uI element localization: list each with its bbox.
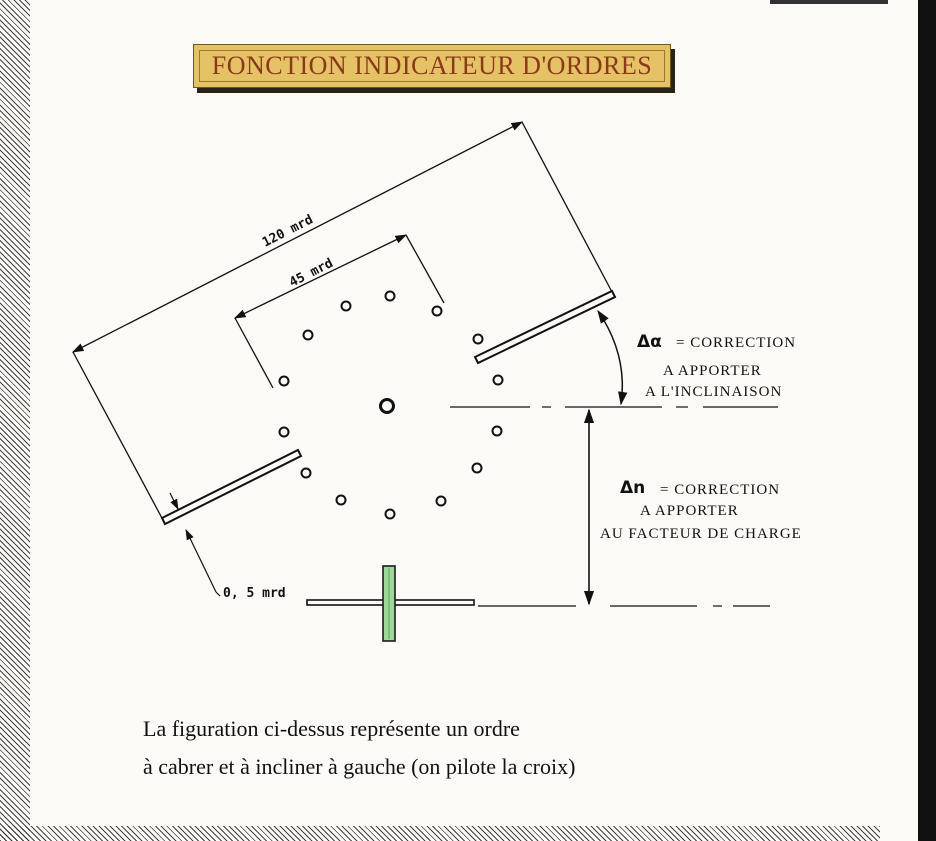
title-banner: FONCTION INDICATEUR D'ORDRES (193, 44, 671, 88)
reference-dot (431, 305, 443, 317)
reference-dot (278, 375, 290, 387)
reference-dot (435, 495, 447, 507)
n-label-line-1: = CORRECTION (660, 482, 780, 498)
reference-lines (450, 406, 778, 607)
scan-border-right (918, 0, 936, 841)
delta-alpha-arc (597, 309, 628, 406)
page-edge-hatching-left (0, 0, 30, 841)
dimension-45-mrd: 45 mrd (233, 234, 445, 389)
reference-dot-ring (278, 290, 504, 520)
extension-line-right (521, 121, 613, 293)
delta-n-symbol: Δn (620, 478, 645, 498)
dimension-line-120 (71, 121, 524, 353)
reference-dot (278, 426, 290, 438)
n-label-line-2: A APPORTER (640, 503, 739, 519)
thickness-arrow-top (169, 492, 179, 510)
center-dot (379, 398, 395, 414)
dimension-120-mrd: 120 mrd (71, 121, 613, 521)
label-0-5-mrd: 0, 5 mrd (223, 586, 286, 601)
reference-dot (491, 425, 503, 437)
reference-dot (384, 508, 396, 520)
dimension-0-5-mrd: 0, 5 mrd (169, 492, 286, 601)
page-edge-hatching-bottom (0, 826, 880, 841)
scan-border-top (770, 0, 888, 4)
thickness-arrow-bottom (185, 529, 217, 593)
page-title: FONCTION INDICATEUR D'ORDRES (211, 51, 653, 80)
reference-dot (340, 300, 352, 312)
alpha-label-line-3: A L'INCLINAISON (645, 384, 782, 400)
aircraft-cross (306, 565, 475, 642)
alpha-label-line-1: = CORRECTION (676, 335, 796, 351)
n-label-block: Δn = CORRECTION A APPORTER AU FACTEUR DE… (600, 478, 802, 542)
horizon-bar-left (160, 448, 303, 526)
title-banner-inner-frame (199, 50, 665, 82)
thickness-leader (215, 591, 221, 597)
extension-line-left (72, 351, 164, 521)
alpha-label-line-2: A APPORTER (663, 363, 762, 379)
horizon-bar-right (473, 289, 617, 365)
caption: La figuration ci-dessus représente un or… (143, 710, 843, 786)
caption-line-2: à cabrer et à incliner à gauche (on pilo… (143, 754, 576, 779)
caption-line-1: La figuration ci-dessus représente un or… (143, 716, 520, 741)
alpha-label-block: Δα = CORRECTION A APPORTER A L'INCLINAIS… (637, 332, 796, 400)
delta-alpha-symbol: Δα (637, 332, 662, 352)
horizon-bars (160, 289, 617, 526)
reference-dot (492, 374, 504, 386)
reference-dot (384, 290, 396, 302)
extension-line-45-right (405, 234, 445, 304)
reference-dot (300, 467, 312, 479)
reference-dot (471, 462, 483, 474)
reference-dot (302, 329, 314, 341)
reference-dot (335, 494, 347, 506)
extension-line-45-left (234, 317, 274, 389)
reference-dot (472, 333, 484, 345)
dimension-line-45 (233, 234, 408, 319)
n-label-line-3: AU FACTEUR DE CHARGE (600, 526, 802, 542)
